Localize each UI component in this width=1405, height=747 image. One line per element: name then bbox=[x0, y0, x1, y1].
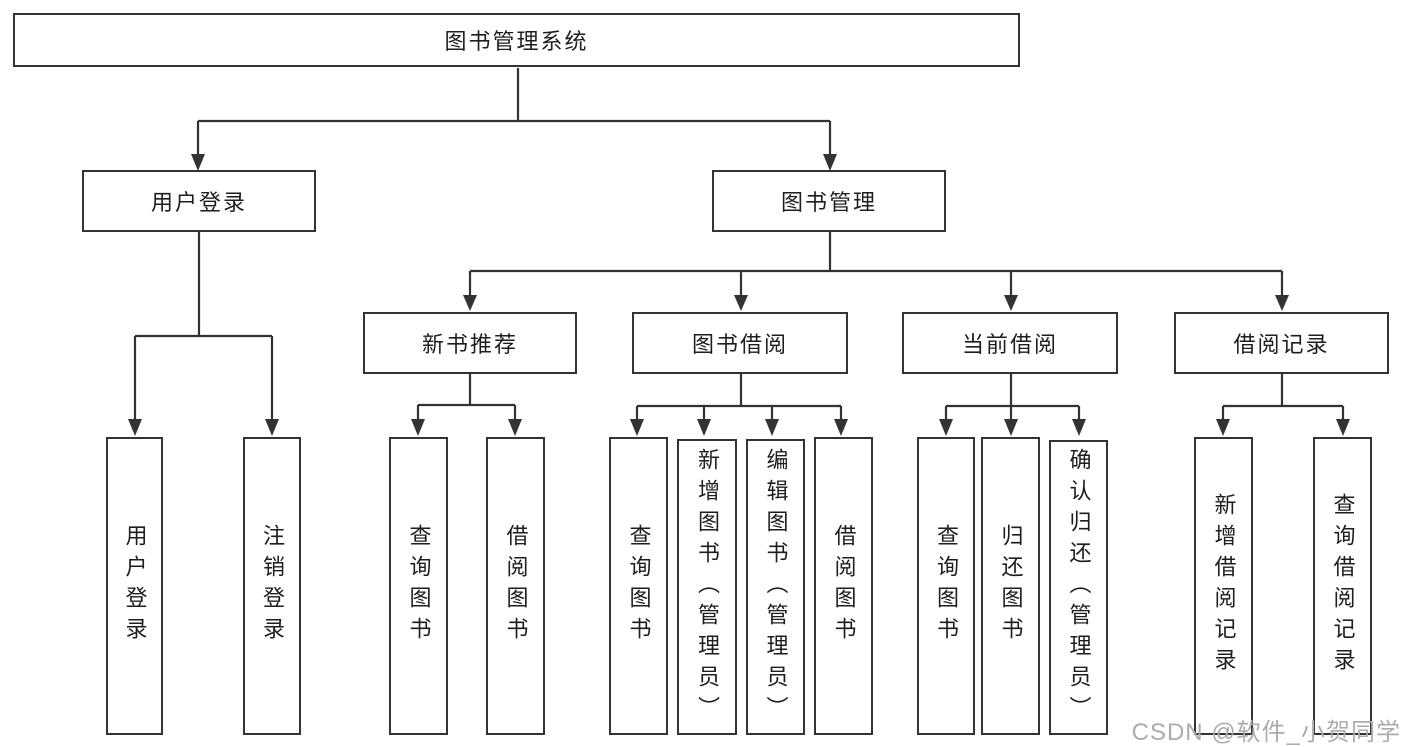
arrowhead bbox=[508, 419, 522, 436]
arrowhead bbox=[128, 419, 142, 436]
leaf-query-books-1: 查询图书 bbox=[389, 437, 448, 735]
arrowhead bbox=[939, 419, 953, 436]
arrowhead bbox=[1072, 419, 1086, 436]
connector-borrow-records-children bbox=[1216, 374, 1350, 436]
node-book-borrow: 图书借阅 bbox=[632, 312, 848, 374]
leaf-borrow-books-2: 借阅图书 bbox=[814, 437, 873, 735]
node-current-borrow: 当前借阅 bbox=[902, 312, 1118, 374]
connector-book-management-to-level3 bbox=[463, 232, 1289, 311]
leaf-add-book-admin-label: 新增图书（管理员） bbox=[695, 447, 720, 727]
leaf-add-book-admin: 新增图书（管理员） bbox=[677, 439, 737, 735]
node-library-system: 图书管理系统 bbox=[13, 13, 1020, 67]
leaf-edit-book-admin-label: 编辑图书（管理员） bbox=[763, 447, 789, 727]
leaf-borrow-books-1-label: 借阅图书 bbox=[503, 524, 529, 648]
connector-current-borrow-children bbox=[939, 374, 1086, 436]
leaf-query-books-1-label: 查询图书 bbox=[406, 524, 432, 648]
leaf-query-books-2: 查询图书 bbox=[609, 437, 668, 735]
connector-book-borrow-children bbox=[630, 374, 848, 436]
node-book-management: 图书管理 bbox=[712, 170, 946, 232]
leaf-query-borrow-record-label: 查询借阅记录 bbox=[1330, 493, 1356, 679]
leaf-add-borrow-record-label: 新增借阅记录 bbox=[1211, 493, 1237, 679]
arrowhead bbox=[823, 154, 837, 171]
arrowhead bbox=[697, 419, 711, 436]
leaf-query-borrow-record: 查询借阅记录 bbox=[1313, 437, 1372, 735]
arrowhead bbox=[1004, 295, 1018, 311]
arrowhead bbox=[1336, 419, 1350, 436]
arrowhead bbox=[463, 295, 477, 311]
node-new-book-recommend: 新书推荐 bbox=[363, 312, 577, 374]
leaf-query-books-3: 查询图书 bbox=[917, 437, 975, 735]
arrowhead bbox=[765, 419, 779, 436]
arrowhead bbox=[191, 154, 205, 171]
leaf-user-login-label: 用户登录 bbox=[122, 524, 148, 648]
node-user-login: 用户登录 bbox=[82, 170, 316, 232]
arrowhead bbox=[734, 295, 748, 311]
arrowhead bbox=[1216, 419, 1230, 436]
leaf-borrow-books-1: 借阅图书 bbox=[486, 437, 545, 735]
leaf-edit-book-admin: 编辑图书（管理员） bbox=[746, 439, 805, 735]
leaf-add-borrow-record: 新增借阅记录 bbox=[1194, 437, 1253, 735]
arrowhead bbox=[630, 419, 644, 436]
arrowhead bbox=[265, 419, 279, 436]
connector-root-to-level2 bbox=[191, 68, 837, 171]
leaf-return-book: 归还图书 bbox=[981, 437, 1040, 735]
connector-new-book-recommend-children bbox=[411, 374, 522, 436]
arrowhead bbox=[411, 419, 425, 436]
csdn-watermark: CSDN @软件_小贺同学 bbox=[1131, 719, 1401, 746]
arrowhead bbox=[1275, 295, 1289, 311]
arrowhead bbox=[834, 419, 848, 436]
leaf-logout-label: 注销登录 bbox=[260, 524, 285, 648]
arrowhead bbox=[1004, 419, 1018, 436]
leaf-borrow-books-2-label: 借阅图书 bbox=[831, 524, 857, 648]
leaf-user-login: 用户登录 bbox=[106, 437, 163, 735]
node-borrow-records: 借阅记录 bbox=[1174, 312, 1389, 374]
leaf-confirm-return-admin: 确认归还（管理员） bbox=[1049, 440, 1108, 735]
leaf-query-books-3-label: 查询图书 bbox=[934, 524, 959, 648]
leaf-return-book-label: 归还图书 bbox=[998, 524, 1024, 648]
leaf-logout: 注销登录 bbox=[243, 437, 301, 735]
leaf-query-books-2-label: 查询图书 bbox=[626, 524, 652, 648]
connector-user-login-children bbox=[128, 232, 279, 436]
leaf-confirm-return-admin-label: 确认归还（管理员） bbox=[1066, 448, 1092, 727]
